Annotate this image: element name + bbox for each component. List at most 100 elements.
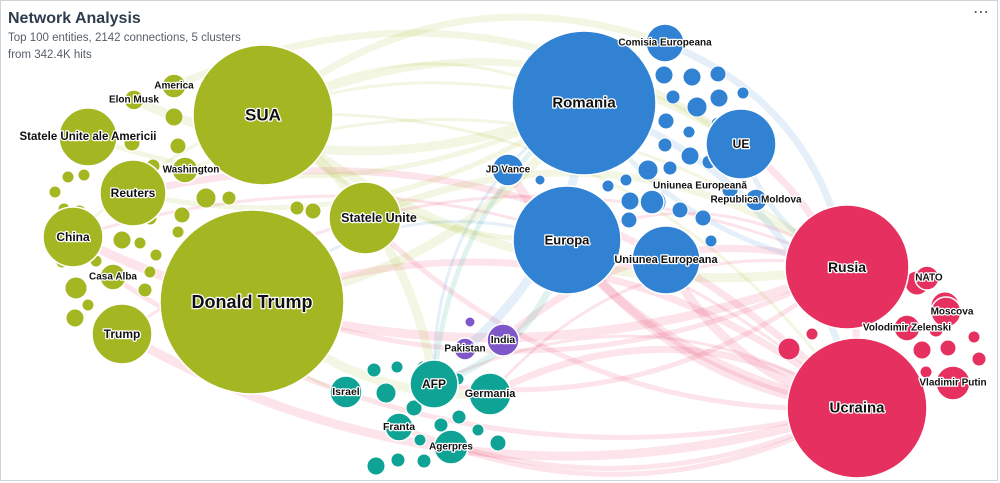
network-node-minor[interactable] (620, 191, 640, 211)
network-node-minor[interactable] (173, 206, 191, 224)
network-node-ue[interactable] (705, 108, 777, 180)
network-node-minor[interactable] (143, 265, 157, 279)
network-node-minor[interactable] (534, 174, 546, 186)
network-node-minor[interactable] (81, 298, 95, 312)
node-label-romania: Romania (552, 95, 616, 112)
network-node-minor[interactable] (221, 190, 237, 206)
network-node-minor[interactable] (464, 316, 476, 328)
network-node-minor[interactable] (61, 170, 75, 184)
network-node-casa-alba[interactable] (99, 263, 127, 291)
network-node-minor[interactable] (451, 409, 467, 425)
network-node-minor[interactable] (123, 134, 141, 152)
network-node-minor[interactable] (680, 146, 700, 166)
network-node-elon-musk[interactable] (123, 89, 145, 111)
network-node-india[interactable] (486, 323, 520, 357)
network-node-minor[interactable] (601, 179, 615, 193)
network-node-minor[interactable] (48, 185, 62, 199)
network-node-germania[interactable] (468, 372, 512, 416)
node-label-agerpres: Agerpres (429, 442, 473, 453)
network-node-ucraina[interactable] (786, 337, 928, 479)
network-node-minor[interactable] (709, 65, 727, 83)
network-node-israel[interactable] (329, 375, 363, 409)
network-node-minor[interactable] (709, 88, 729, 108)
network-node-minor[interactable] (65, 308, 85, 328)
network-node-minor[interactable] (620, 211, 638, 229)
network-node-minor[interactable] (682, 125, 696, 139)
network-node-minor[interactable] (967, 330, 981, 344)
network-node-minor[interactable] (686, 96, 708, 118)
network-node-minor[interactable] (471, 423, 485, 437)
network-node-minor[interactable] (736, 86, 750, 100)
network-node-minor[interactable] (805, 327, 819, 341)
network-node-minor[interactable] (665, 89, 681, 105)
network-node-minor[interactable] (654, 65, 674, 85)
network-node-minor[interactable] (704, 234, 718, 248)
network-node-washington[interactable] (171, 156, 199, 184)
network-node-trump[interactable] (91, 303, 153, 365)
network-node-minor[interactable] (777, 337, 801, 361)
network-node-minor[interactable] (657, 112, 675, 130)
network-node-statele-unite-ale-americii[interactable] (58, 107, 118, 167)
network-node-afp[interactable] (409, 359, 459, 409)
network-node-minor[interactable] (133, 236, 147, 250)
network-node-vladimir-putin[interactable] (935, 365, 971, 401)
network-node-minor[interactable] (671, 201, 689, 219)
network-node-minor[interactable] (171, 225, 185, 239)
network-node-minor[interactable] (682, 67, 702, 87)
network-node-minor[interactable] (939, 339, 957, 357)
network-node-nato[interactable] (914, 265, 940, 291)
network-node-minor[interactable] (912, 340, 932, 360)
network-node-minor[interactable] (304, 202, 322, 220)
network-node-minor[interactable] (289, 200, 305, 216)
network-node-sua[interactable] (192, 44, 334, 186)
node-label-reuters: Reuters (111, 186, 156, 200)
network-node-minor[interactable] (405, 399, 423, 417)
network-node-donald-trump[interactable] (159, 209, 345, 395)
network-node-minor[interactable] (413, 433, 427, 447)
network-node-minor[interactable] (112, 230, 132, 250)
network-node-minor[interactable] (694, 209, 712, 227)
network-node-romania[interactable] (511, 30, 657, 176)
network-node-europa[interactable] (512, 185, 622, 295)
network-node-minor[interactable] (164, 107, 184, 127)
network-node-pakistan[interactable] (453, 337, 477, 361)
network-node-minor[interactable] (366, 456, 386, 476)
network-node-moscova[interactable] (930, 296, 962, 328)
network-node-minor[interactable] (366, 362, 382, 378)
network-node-minor[interactable] (619, 173, 633, 187)
network-node-minor[interactable] (971, 351, 987, 367)
network-node-rusia[interactable] (784, 204, 910, 330)
network-node-minor[interactable] (416, 453, 432, 469)
more-dots-icon[interactable]: ⋯ (973, 4, 990, 21)
network-node-reuters[interactable] (99, 159, 167, 227)
network-node-minor[interactable] (64, 276, 88, 300)
network-node-minor[interactable] (433, 417, 449, 433)
network-node-uniunea-europeana[interactable] (631, 225, 701, 295)
network-node-franta[interactable] (384, 412, 414, 442)
network-node-minor[interactable] (489, 434, 507, 452)
network-node-agerpres[interactable] (433, 429, 469, 465)
network-node-minor[interactable] (637, 159, 659, 181)
network-node-china[interactable] (42, 206, 104, 268)
network-node-minor[interactable] (137, 282, 153, 298)
network-node-minor[interactable] (149, 248, 163, 262)
network-node-volodimir-zelenski[interactable] (893, 314, 921, 342)
network-node-uniunea-europeana-2[interactable] (639, 189, 665, 215)
network-node-minor[interactable] (721, 181, 739, 199)
network-node-minor[interactable] (169, 137, 187, 155)
network-node-jd-vance[interactable] (491, 153, 525, 187)
network-node-minor[interactable] (919, 365, 933, 379)
network-node-comisia-europeana[interactable] (645, 23, 685, 63)
network-node-minor[interactable] (390, 360, 404, 374)
network-node-minor[interactable] (390, 452, 406, 468)
network-node-minor[interactable] (657, 137, 673, 153)
network-node-minor[interactable] (195, 187, 217, 209)
network-node-america[interactable] (161, 73, 187, 99)
network-node-minor[interactable] (77, 168, 91, 182)
network-node-statele-unite[interactable] (328, 181, 402, 255)
network-node-minor[interactable] (375, 382, 397, 404)
network-node-minor[interactable] (662, 160, 678, 176)
node-label-jd-vance: JD Vance (486, 165, 531, 176)
network-node-republica-moldova[interactable] (744, 188, 768, 212)
